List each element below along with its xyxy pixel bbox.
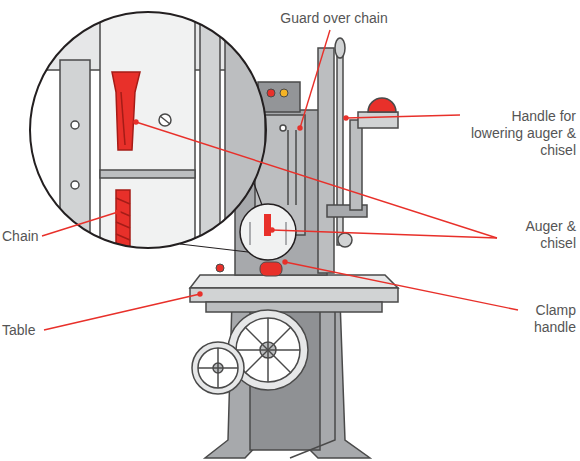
- leader-lines: [285, 262, 518, 310]
- depth-gauge: [338, 233, 352, 247]
- leader-lines: [344, 116, 348, 120]
- clamp-handle: [260, 262, 282, 276]
- table: [190, 275, 398, 312]
- machine-column: [287, 130, 289, 205]
- depth-gauge: [350, 120, 362, 210]
- zoom-view: [112, 72, 140, 150]
- clamp-handle: [216, 264, 224, 272]
- zoom-view: [159, 114, 171, 126]
- leader-lines: [134, 120, 138, 124]
- leader-lines: [42, 212, 118, 236]
- zoom-lines: [180, 244, 248, 252]
- table: [206, 302, 382, 312]
- leader-lines: [116, 210, 120, 214]
- leader-lines: [44, 294, 200, 330]
- indicator-lights: [267, 89, 275, 97]
- leader-lines: [283, 260, 287, 264]
- zoom-view: [116, 190, 130, 260]
- small-hand-wheel: [192, 342, 244, 394]
- part-label: Clamp handle: [522, 302, 576, 336]
- leader-lines: [198, 292, 202, 296]
- detail-circle: [285, 222, 287, 245]
- leader-lines: [272, 230, 497, 238]
- zoom-view: [160, 116, 170, 124]
- part-label: Auger & chisel: [500, 218, 576, 252]
- machine-column: [295, 130, 297, 205]
- detail-circle: [249, 222, 251, 245]
- part-label: Table: [2, 322, 42, 339]
- leader-lines: [136, 122, 497, 238]
- zoom-view: [100, 10, 195, 250]
- part-label: Chain: [2, 228, 42, 245]
- machine-column: [280, 125, 286, 131]
- leader-lines: [42, 30, 518, 330]
- clamp-handle: [216, 262, 282, 276]
- zoom-view: [71, 121, 79, 129]
- detail-circle: [240, 204, 296, 260]
- indicator-lights: [267, 89, 288, 97]
- part-label: Handle for lowering auger & chisel: [462, 108, 576, 159]
- hand-wheel: [236, 318, 300, 382]
- leader-lines: [300, 30, 330, 128]
- leader-lines: [298, 126, 302, 130]
- small-hand-wheel: [192, 342, 244, 394]
- zoom-view: [30, 12, 266, 248]
- table: [190, 275, 398, 288]
- depth-gauge: [358, 112, 398, 128]
- zoom-view: [200, 10, 220, 250]
- hand-wheel: [245, 327, 291, 373]
- zoom-view: [20, 10, 280, 260]
- indicator-lights: [280, 89, 288, 97]
- depth-gauge: [327, 98, 398, 247]
- hand-wheel: [245, 327, 291, 373]
- zoom-view: [116, 198, 130, 240]
- small-hand-wheel: [198, 367, 238, 369]
- zoom-view: [121, 92, 125, 145]
- small-hand-wheel: [198, 348, 238, 388]
- depth-gauge: [368, 98, 396, 112]
- leader-lines: [346, 115, 460, 118]
- lowering-handle: [335, 38, 345, 58]
- detail-circle: [264, 214, 271, 236]
- table: [190, 288, 398, 302]
- leader-lines: [270, 228, 274, 232]
- zoom-view: [71, 181, 79, 189]
- machine-column: [318, 48, 334, 273]
- part-label: Guard over chain: [272, 10, 396, 27]
- zoom-view: [20, 10, 280, 260]
- detail-circle: [240, 204, 296, 260]
- zoom-view: [100, 170, 195, 178]
